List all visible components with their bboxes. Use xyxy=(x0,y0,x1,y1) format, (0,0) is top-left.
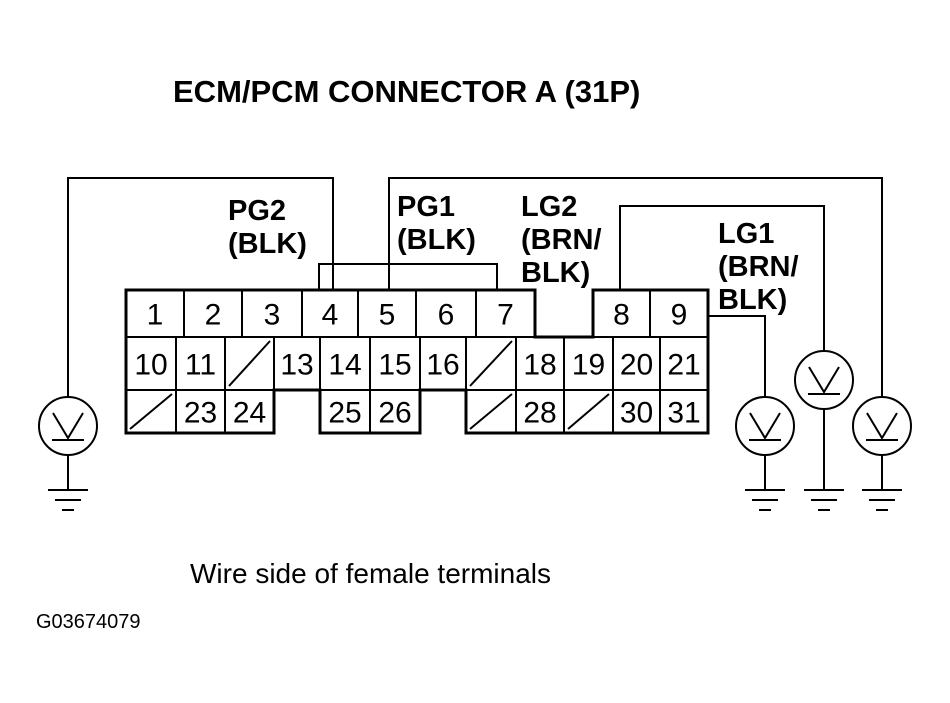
terminal-label-31: 31 xyxy=(667,397,700,430)
terminal-label-13: 13 xyxy=(280,349,313,382)
terminal-label-1: 1 xyxy=(147,299,164,332)
terminal-label-7: 7 xyxy=(497,299,514,332)
terminal-25 xyxy=(319,389,371,434)
terminal-label-28: 28 xyxy=(523,397,556,430)
wire-label-lg1: LG1 (BRN/ BLK) xyxy=(718,218,799,316)
wires xyxy=(67,177,883,398)
wire-label-lg1-color1: (BRN/ xyxy=(718,251,799,283)
unused-slash xyxy=(469,340,513,387)
terminal-label-16: 16 xyxy=(426,349,459,382)
unused-slash xyxy=(129,393,173,430)
meters xyxy=(38,350,912,511)
wire-pg2 xyxy=(67,177,334,398)
terminal-label-25: 25 xyxy=(328,397,361,430)
terminal-26 xyxy=(369,389,421,434)
voltmeter-icon xyxy=(794,350,854,410)
wire-label-pg1: PG1 (BLK) xyxy=(397,191,476,256)
terminal-11 xyxy=(175,336,226,391)
voltmeter-icon xyxy=(38,396,98,456)
terminal-label-26: 26 xyxy=(378,397,411,430)
wire-label-pg2-color: (BLK) xyxy=(228,228,307,260)
unused-slash xyxy=(228,340,271,387)
terminal-label-4: 4 xyxy=(322,299,339,332)
terminal-13 xyxy=(273,336,321,391)
wire-label-lg2-name: LG2 xyxy=(521,191,577,223)
terminal-label-8: 8 xyxy=(613,299,630,332)
voltmeter-icon xyxy=(852,396,912,456)
wire-label-pg1-color: (BLK) xyxy=(397,224,476,256)
terminal-label-20: 20 xyxy=(620,349,653,382)
wire-label-lg2: LG2 (BRN/ BLK) xyxy=(521,191,602,289)
unused-slash xyxy=(567,393,610,430)
terminal-label-14: 14 xyxy=(328,349,361,382)
connector-outline xyxy=(124,288,710,435)
terminal-label-9: 9 xyxy=(671,299,688,332)
wire-label-pg2: PG2 (BLK) xyxy=(228,195,307,260)
wire-lg1 xyxy=(708,315,766,398)
wire-label-lg2-color1: (BRN/ xyxy=(521,224,602,256)
terminal-label-30: 30 xyxy=(620,397,653,430)
terminal-14 xyxy=(319,336,371,391)
diagram-title: ECM/PCM CONNECTOR A (31P) xyxy=(173,74,640,109)
terminal-label-3: 3 xyxy=(264,299,281,332)
terminal-23 xyxy=(175,389,226,434)
terminal-label-15: 15 xyxy=(378,349,411,382)
wire-label-pg2-name: PG2 xyxy=(228,195,286,227)
ground-icon xyxy=(862,489,902,511)
terminal-label-5: 5 xyxy=(379,299,396,332)
terminal-label-19: 19 xyxy=(572,349,605,382)
terminal-label-2: 2 xyxy=(205,299,222,332)
unused-slash xyxy=(469,393,513,430)
wire-pg1 xyxy=(388,177,883,398)
wire-lg2 xyxy=(619,205,825,352)
ground-icon xyxy=(745,489,785,511)
terminal-label-21: 21 xyxy=(667,349,700,382)
wire-label-lg1-color2: BLK) xyxy=(718,284,787,316)
ground-icon xyxy=(48,489,88,511)
terminal-label-24: 24 xyxy=(233,397,266,430)
voltmeter-icon xyxy=(735,396,795,456)
wire-label-pg1-name: PG1 xyxy=(397,191,455,223)
wire-bridge xyxy=(318,263,498,290)
terminal-label-11: 11 xyxy=(185,349,216,382)
terminal-label-18: 18 xyxy=(523,349,556,382)
terminal-label-10: 10 xyxy=(134,349,167,382)
terminal-9 xyxy=(649,289,709,338)
figure-id: G03674079 xyxy=(36,611,141,633)
wire-label-lg2-color2: BLK) xyxy=(521,257,590,289)
terminal-label-23: 23 xyxy=(184,397,217,430)
terminal-label-6: 6 xyxy=(438,299,455,332)
ground-icon xyxy=(804,489,844,511)
diagram-caption: Wire side of female terminals xyxy=(190,558,551,589)
wire-label-lg1-name: LG1 xyxy=(718,218,774,250)
